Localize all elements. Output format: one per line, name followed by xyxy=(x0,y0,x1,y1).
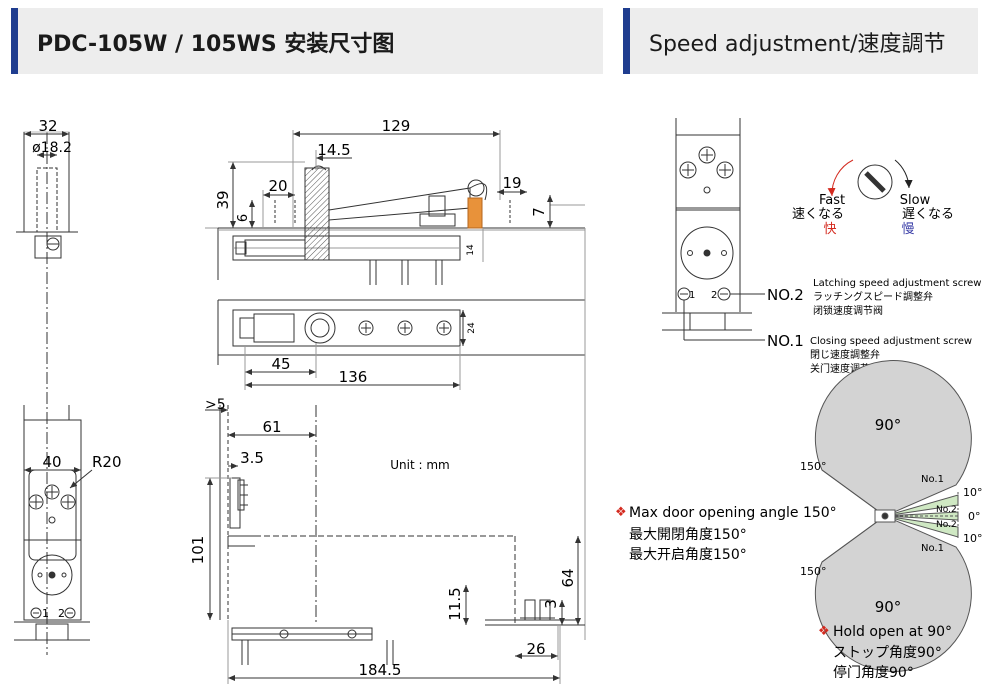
speed-adjustment-header: Speed adjustment/速度調节 xyxy=(623,8,978,74)
section-view xyxy=(205,228,586,684)
slow-cn-label: 慢 xyxy=(901,221,914,237)
dim-24: 24 xyxy=(467,322,477,334)
unit-screw-label-2: 2 xyxy=(711,290,717,301)
elevation-view xyxy=(205,130,585,285)
dim-39: 39 xyxy=(214,190,232,209)
speed-adjustment-title: Speed adjustment/速度調节 xyxy=(649,32,946,57)
latching-screw-en: Latching speed adjustment screw xyxy=(813,278,981,289)
hold-open-cn: 停门角度90° xyxy=(833,664,914,681)
dim-3: 3 xyxy=(542,599,560,609)
slow-label: Slow xyxy=(900,193,931,208)
angle-150-bottom: 150° xyxy=(800,565,827,578)
dim-184-5: 184.5 xyxy=(359,661,402,679)
angle-10-bottom: 10° xyxy=(963,532,983,545)
max-angle-en: Max door opening angle 150° xyxy=(629,505,837,521)
dim-7: 7 xyxy=(530,207,548,217)
angle-0: 0° xyxy=(968,510,981,523)
dim-3-5: 3.5 xyxy=(240,449,264,467)
dim-61: 61 xyxy=(262,418,281,436)
zone-no2-bottom: No.2 xyxy=(936,520,957,530)
fast-cn-label: 快 xyxy=(823,222,836,237)
dim-19: 19 xyxy=(502,174,521,192)
closing-screw-jp: 閉じ速度調整弁 xyxy=(810,348,880,361)
hold-open-jp: ストップ角度90° xyxy=(833,645,942,661)
unit-screw-label-1: 1 xyxy=(689,290,695,301)
dim-136: 136 xyxy=(339,368,368,386)
angle-90-top: 90° xyxy=(875,416,902,434)
latching-screw-jp: ラッチングスピード調整弁 xyxy=(813,290,933,303)
zone-no2-top: No.2 xyxy=(936,505,957,515)
fast-jp-label: 速くなる xyxy=(792,207,844,222)
dim-18-2: ø18.2 xyxy=(32,140,72,156)
dim-40: 40 xyxy=(42,453,61,471)
dim-14-5: 14.5 xyxy=(317,141,350,159)
header-accent-bar xyxy=(11,8,18,74)
closing-screw-en: Closing speed adjustment screw xyxy=(810,336,972,347)
dim-5: >5 xyxy=(205,397,226,413)
unit-label: Unit : mm xyxy=(390,458,449,472)
dim-26: 26 xyxy=(526,640,545,658)
header-accent-bar xyxy=(623,8,630,74)
speed-adjust-unit xyxy=(662,118,913,341)
fast-label: Fast xyxy=(819,193,845,208)
dim-11-5: 11.5 xyxy=(446,587,464,620)
dim-101: 101 xyxy=(189,536,207,565)
dim-6: 6 xyxy=(236,214,251,222)
angle-10-top: 10° xyxy=(963,486,983,499)
dim-64: 64 xyxy=(559,568,577,587)
dim-r20: R20 xyxy=(92,453,122,471)
screw-label-1: 1 xyxy=(42,607,49,620)
angle-90-bottom: 90° xyxy=(875,598,902,616)
side-view-left xyxy=(14,131,93,655)
max-angle-jp: 最大開閉角度150° xyxy=(629,527,747,543)
install-drawing-title: PDC-105W / 105WS 安装尺寸图 xyxy=(37,32,395,57)
hold-open-en: Hold open at 90° xyxy=(833,624,952,640)
dim-14: 14 xyxy=(466,244,476,256)
dim-45: 45 xyxy=(271,355,290,373)
plan-view xyxy=(217,299,585,390)
screw-label-2: 2 xyxy=(58,607,65,620)
max-angle-cn: 最大开启角度150° xyxy=(629,547,747,563)
no1-label: NO.1 xyxy=(767,332,804,350)
zone-no1-bottom: No.1 xyxy=(921,543,944,554)
dim-129: 129 xyxy=(382,117,411,135)
angle-150-top: 150° xyxy=(800,460,827,473)
latching-screw-cn: 闭锁速度调节阀 xyxy=(813,304,883,317)
dim-32: 32 xyxy=(38,117,57,135)
slow-jp-label: 遅くなる xyxy=(902,207,954,222)
dim-20: 20 xyxy=(268,177,287,195)
hold-open-bullet-icon: ❖ xyxy=(818,624,830,639)
max-angle-bullet-icon: ❖ xyxy=(615,505,627,520)
install-drawing-header: PDC-105W / 105WS 安装尺寸图 xyxy=(11,8,603,74)
no2-label: NO.2 xyxy=(767,286,804,304)
zone-no1-top: No.1 xyxy=(921,474,944,485)
angle-diagram xyxy=(814,360,972,672)
